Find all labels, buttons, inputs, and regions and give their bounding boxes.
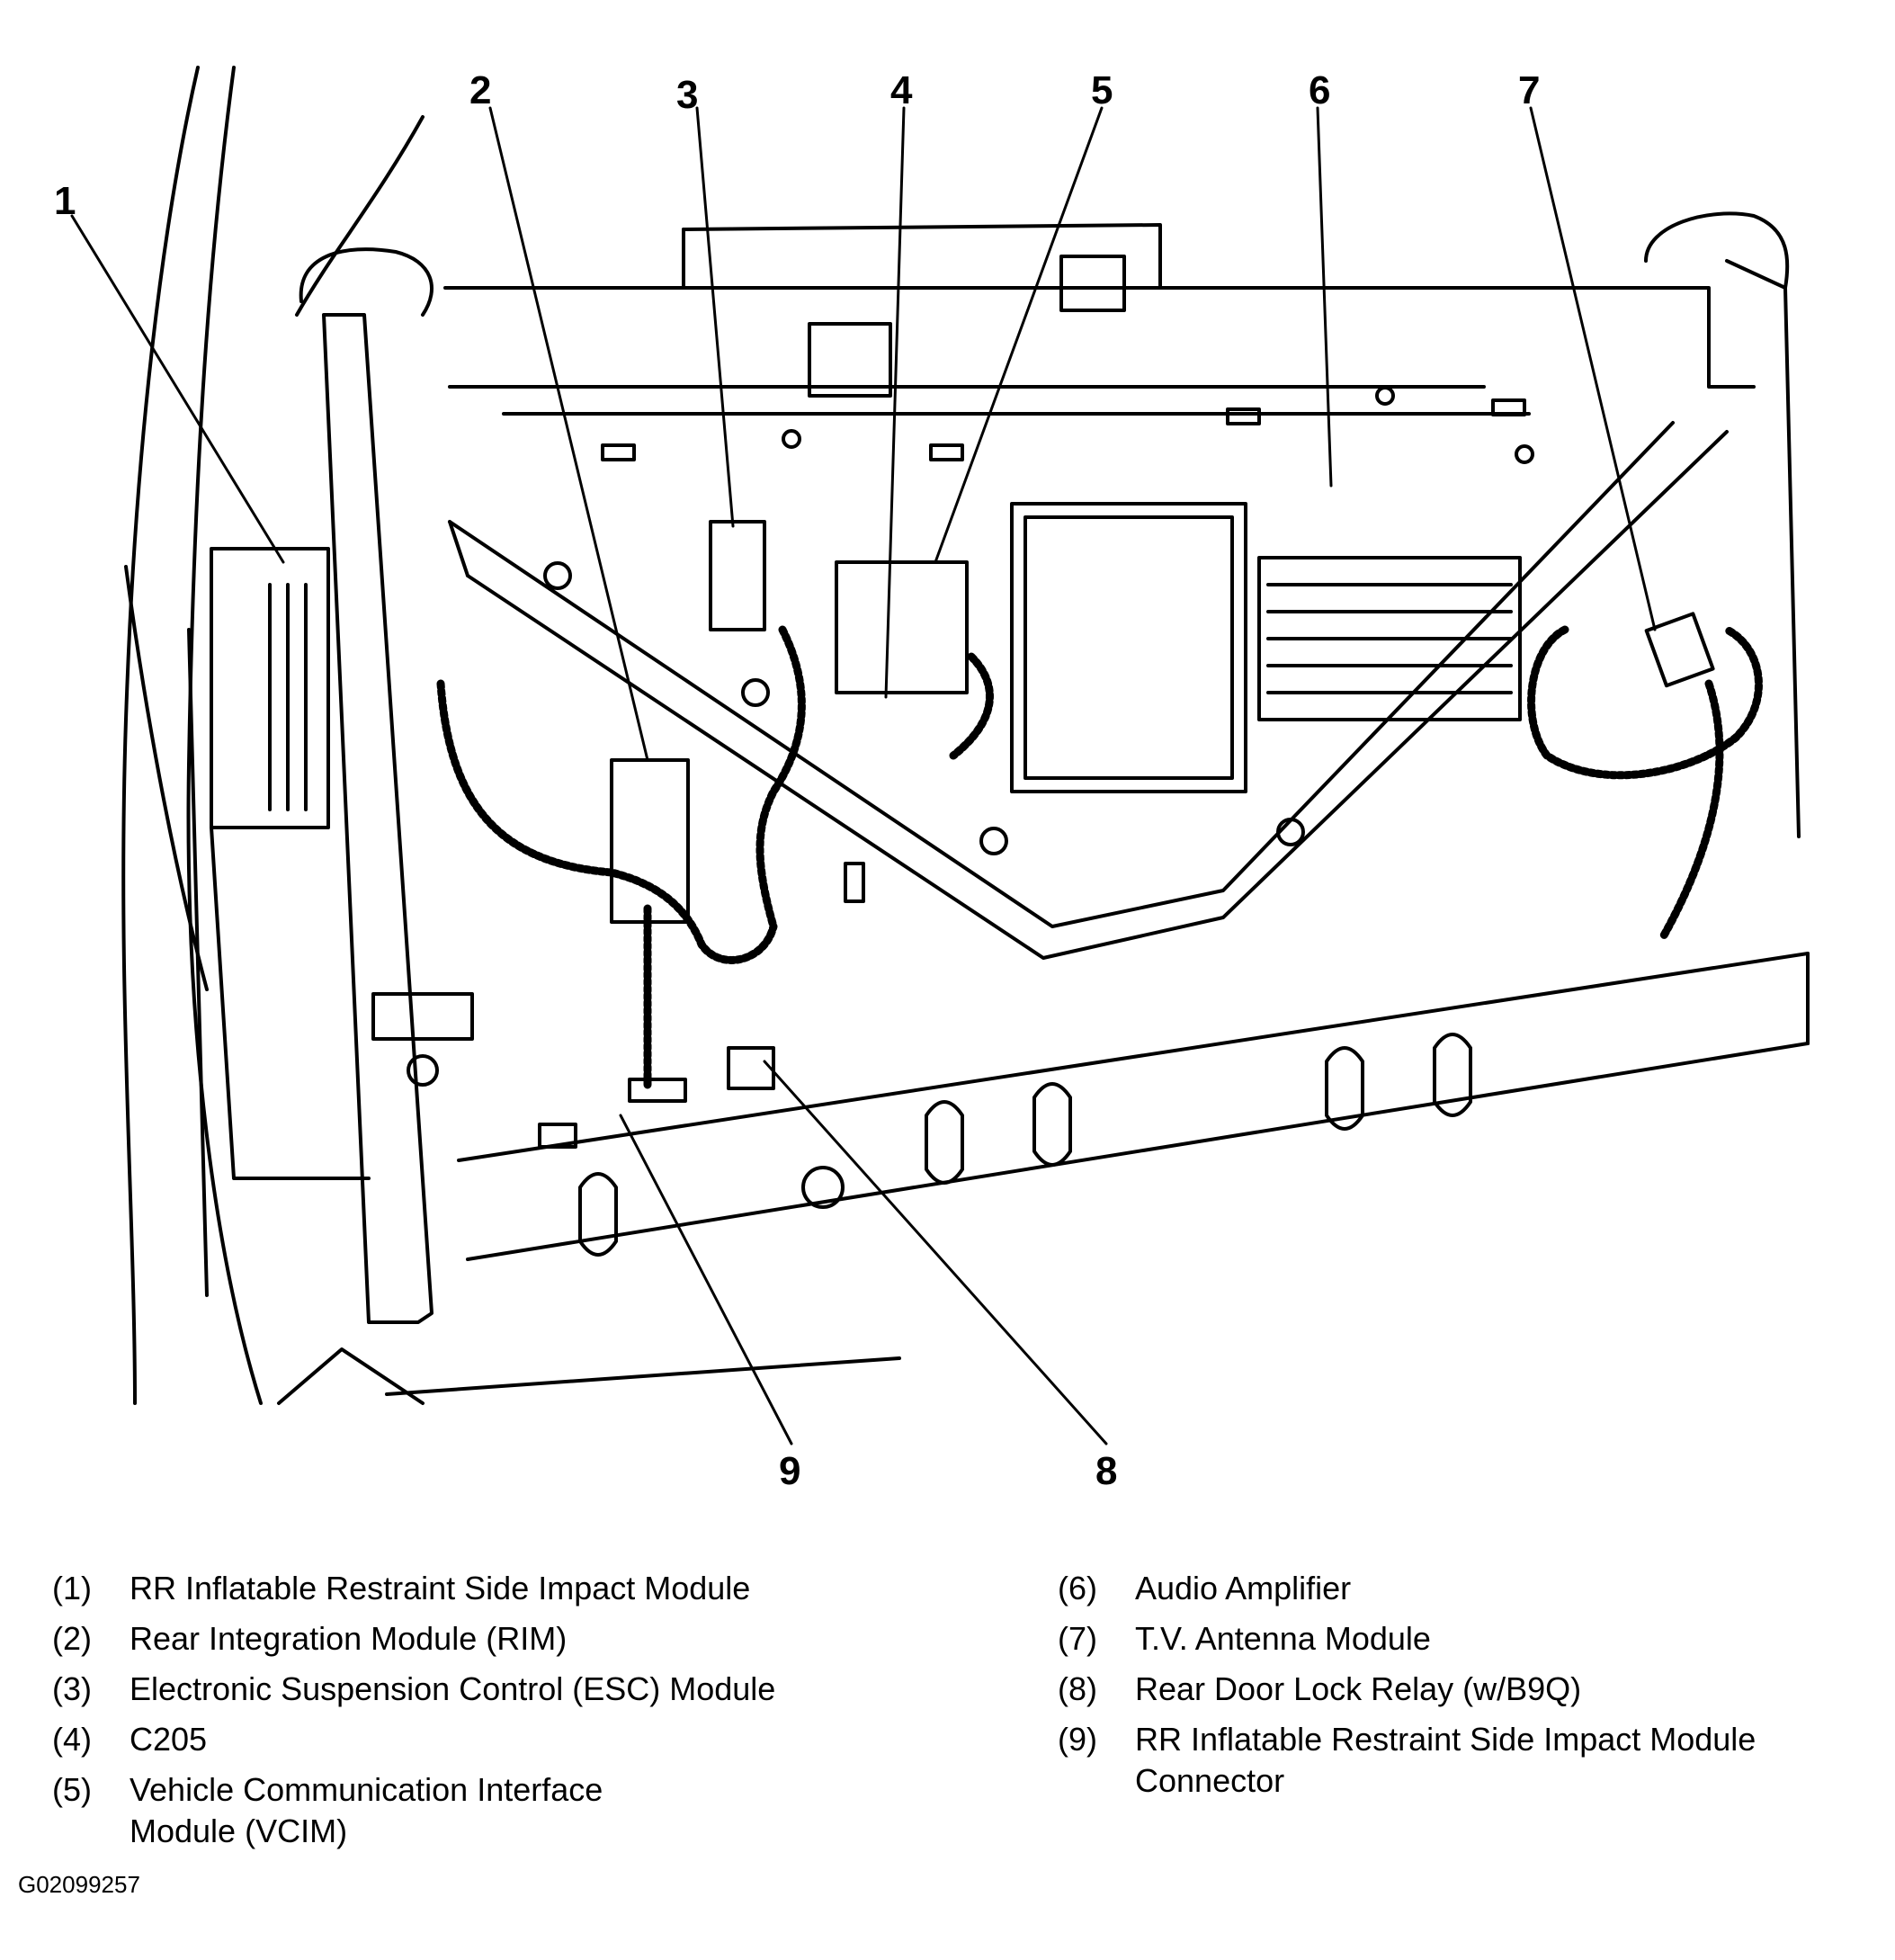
callout-labels: 1 2 3 4 5 6 7 8 9: [54, 68, 1540, 1493]
legend-item: (7) T.V. Antenna Module: [1058, 1614, 1867, 1664]
legend-number: (6): [1058, 1570, 1097, 1606]
legend-number: (2): [52, 1620, 92, 1657]
legend-left-column: (1) RR Inflatable Restraint Side Impact …: [52, 1563, 1023, 1857]
legend-number: (7): [1058, 1620, 1097, 1657]
callout-5: 5: [1091, 68, 1113, 112]
legend-item: (4) C205: [52, 1714, 1023, 1765]
component-location-diagram: 1 2 3 4 5 6 7 8 9: [54, 66, 1810, 1493]
seat-belt-left: [299, 247, 474, 1324]
audio-amplifier: [1010, 502, 1522, 793]
legend-item: (9) RR Inflatable Restraint Side Impact …: [1058, 1714, 1867, 1806]
legend-item: (8) Rear Door Lock Relay (w/B9Q): [1058, 1664, 1867, 1714]
figure-id: G02099257: [18, 1871, 140, 1898]
rim-module: [610, 758, 690, 924]
legend-text: Audio Amplifier: [1135, 1570, 1352, 1606]
legend-item: (6) Audio Amplifier: [1058, 1563, 1867, 1614]
tv-antenna-module: [1644, 612, 1715, 688]
legend-text: RR Inflatable Restraint Side Impact Modu…: [1135, 1721, 1756, 1799]
legend-number: (4): [52, 1721, 92, 1758]
lower-rail: [457, 952, 1810, 1261]
legend-number: (1): [52, 1570, 92, 1606]
callout-9: 9: [779, 1449, 800, 1493]
esc-module: [709, 520, 766, 631]
legend-item: (5) Vehicle Communication Interface Modu…: [52, 1765, 1023, 1857]
seat-belt-right: [1644, 211, 1801, 838]
legend-text: Electronic Suspension Control (ESC) Modu…: [130, 1670, 776, 1707]
callout-7: 7: [1518, 68, 1540, 112]
callout-8: 8: [1095, 1449, 1117, 1493]
legend-item: (3) Electronic Suspension Control (ESC) …: [52, 1664, 1023, 1714]
legend-text: C205: [130, 1721, 208, 1758]
side-impact-module: [210, 547, 371, 1180]
callout-3: 3: [676, 73, 698, 117]
legend-text: Vehicle Communication Interface Module (…: [130, 1771, 603, 1849]
legend-number: (9): [1058, 1721, 1097, 1758]
legend-number: (5): [52, 1771, 92, 1808]
legend-item: (1) RR Inflatable Restraint Side Impact …: [52, 1563, 1023, 1614]
legend-text: Rear Door Lock Relay (w/B9Q): [1135, 1670, 1582, 1707]
legend-text: Rear Integration Module (RIM): [130, 1620, 568, 1657]
wiring-harness: [436, 625, 1763, 1093]
body-trim-lines: [121, 66, 901, 1405]
rear-shelf-panel: [443, 223, 1756, 464]
vcim-module: [835, 560, 969, 694]
legend-number: (3): [52, 1670, 92, 1707]
cross-brace-beams: [448, 421, 1729, 960]
callout-1: 1: [54, 179, 76, 223]
callout-4: 4: [890, 68, 913, 112]
legend-text: T.V. Antenna Module: [1135, 1620, 1431, 1657]
legend-right-column: (6) Audio Amplifier (7) T.V. Antenna Mod…: [1058, 1563, 1867, 1806]
harness-connectors: [538, 862, 865, 1149]
leader-lines: [70, 106, 1657, 1445]
legend-item: (2) Rear Integration Module (RIM): [52, 1614, 1023, 1664]
legend-number: (8): [1058, 1670, 1097, 1707]
callout-6: 6: [1309, 68, 1330, 112]
callout-2: 2: [469, 68, 491, 112]
legend-text: RR Inflatable Restraint Side Impact Modu…: [130, 1570, 751, 1606]
